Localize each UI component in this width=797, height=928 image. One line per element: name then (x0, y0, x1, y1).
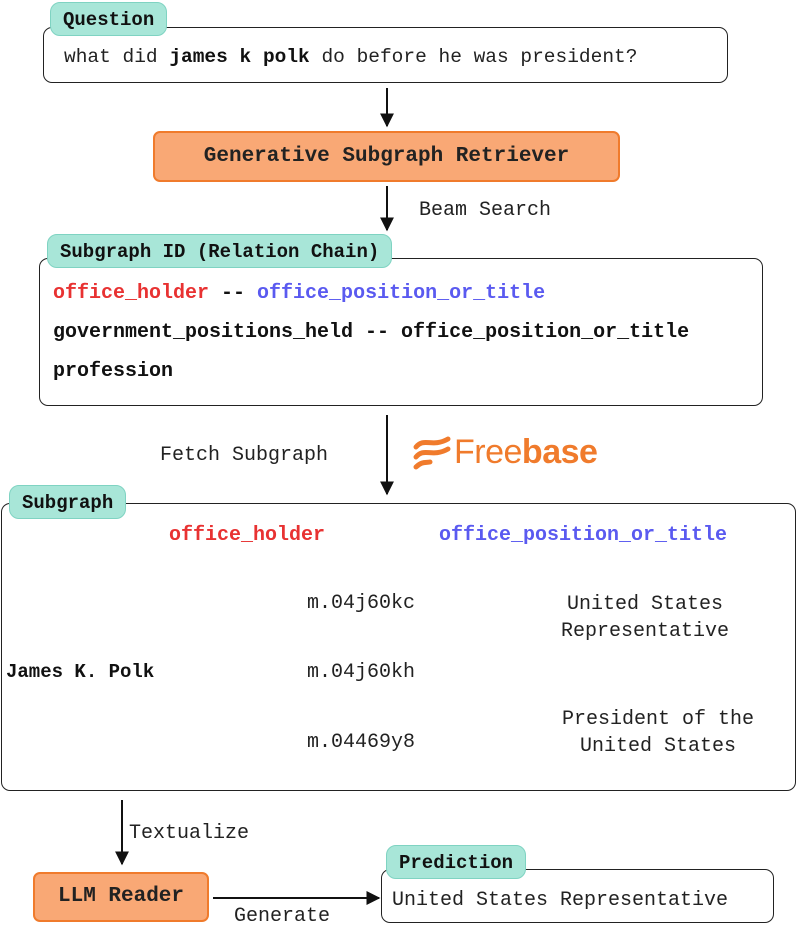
object-us-representative: United States Representative (545, 591, 745, 645)
object-1-line-1: United States (566, 593, 724, 616)
prediction-tag: Prediction (386, 845, 527, 879)
subgraph-id-box (39, 258, 763, 406)
object-2-line-2: United States (579, 735, 737, 758)
generate-label: Generate (234, 905, 331, 928)
cvt-node: m.04j60kh (307, 661, 416, 684)
question-text: what did james k polk do before he was p… (64, 46, 637, 68)
relation-chain-1: office_holder -- office_position_or_titl… (53, 282, 545, 305)
subgraph-box (1, 503, 796, 791)
freebase-logo-icon (413, 436, 451, 470)
relation-office-position: office_position_or_title (257, 282, 546, 305)
object-1-line-2: Representative (560, 620, 730, 643)
freebase-prefix: Free (454, 433, 522, 471)
relation-chain-2: government_positions_held -- office_posi… (53, 321, 690, 344)
legend-office-holder: office_holder (169, 524, 326, 547)
question-entity: james k polk (169, 46, 310, 68)
prediction-value: United States Representative (392, 889, 729, 912)
question-box (43, 27, 728, 83)
question-prefix: what did (64, 46, 170, 68)
beam-search-label: Beam Search (419, 199, 552, 222)
relation-separator: -- (209, 282, 258, 305)
subject-entity: James K. Polk (6, 661, 155, 683)
llm-reader: LLM Reader (33, 872, 209, 922)
relation-chain-3: profession (53, 360, 174, 383)
generative-subgraph-retriever: Generative Subgraph Retriever (153, 131, 620, 182)
freebase-suffix: base (521, 433, 598, 471)
subgraph-tag: Subgraph (9, 485, 127, 519)
object-us-president: President of the United States (548, 706, 768, 760)
legend-office-position: office_position_or_title (439, 524, 728, 547)
fetch-subgraph-label: Fetch Subgraph (160, 444, 329, 467)
freebase-wordmark: Freebase (454, 433, 598, 472)
question-tag: Question (50, 2, 168, 36)
question-suffix: do before he was president? (309, 46, 638, 68)
object-2-line-1: President of the (561, 708, 755, 731)
relation-office-holder: office_holder (53, 282, 210, 305)
textualize-label: Textualize (129, 822, 250, 845)
cvt-node: m.04469y8 (307, 731, 416, 754)
cvt-node: m.04j60kc (307, 592, 416, 615)
subgraph-id-tag: Subgraph ID (Relation Chain) (47, 234, 393, 268)
